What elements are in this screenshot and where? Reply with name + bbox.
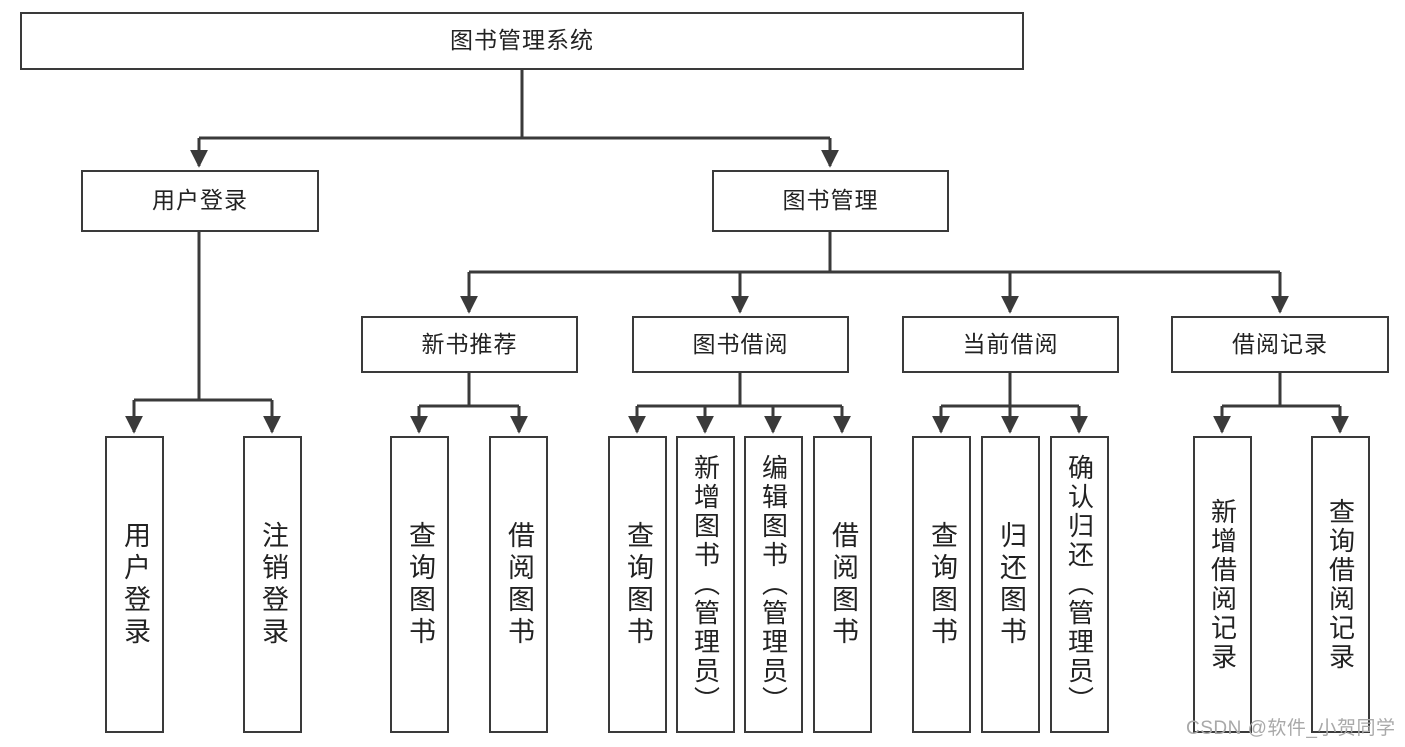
node-label: 新书推荐 bbox=[421, 330, 518, 357]
node-label: 用户登录 bbox=[152, 187, 248, 214]
node-user-login[interactable]: 用户登录 bbox=[81, 170, 319, 232]
node-label: 查询借阅记录 bbox=[1325, 497, 1356, 672]
leaf-borrow-books[interactable]: 借阅图书 bbox=[813, 436, 872, 733]
leaf-confirm-return-admin[interactable]: 确认归还（管理员） bbox=[1050, 436, 1109, 733]
leaf-query-books-recommend[interactable]: 查询图书 bbox=[390, 436, 449, 733]
node-label: 新增借阅记录 bbox=[1207, 497, 1238, 672]
node-label: 图书管理 bbox=[782, 187, 879, 214]
node-label: 用户登录 bbox=[120, 520, 150, 649]
node-new-book-recommend[interactable]: 新书推荐 bbox=[361, 316, 578, 373]
node-label: 新增图书（管理员） bbox=[690, 454, 721, 715]
leaf-add-borrow-record[interactable]: 新增借阅记录 bbox=[1193, 436, 1252, 733]
csdn-watermark: CSDN @软件_小贺同学 bbox=[1186, 718, 1396, 739]
node-label: 归还图书 bbox=[996, 520, 1026, 649]
node-label: 当前借阅 bbox=[962, 330, 1059, 357]
node-label: 编辑图书（管理员） bbox=[758, 454, 789, 715]
node-current-borrow[interactable]: 当前借阅 bbox=[902, 316, 1119, 373]
node-book-management[interactable]: 图书管理 bbox=[712, 170, 949, 232]
leaf-edit-book-admin[interactable]: 编辑图书（管理员） bbox=[744, 436, 803, 733]
node-borrow-records[interactable]: 借阅记录 bbox=[1171, 316, 1389, 373]
node-label: 查询图书 bbox=[405, 520, 435, 649]
node-label: 查询图书 bbox=[623, 520, 653, 649]
leaf-borrow-books-recommend[interactable]: 借阅图书 bbox=[489, 436, 548, 733]
leaf-logout[interactable]: 注销登录 bbox=[243, 436, 302, 733]
node-root-book-management-system[interactable]: 图书管理系统 bbox=[20, 12, 1024, 70]
node-label: 借阅记录 bbox=[1232, 330, 1328, 357]
leaf-return-books[interactable]: 归还图书 bbox=[981, 436, 1040, 733]
node-label: 图书管理系统 bbox=[450, 27, 594, 54]
leaf-add-book-admin[interactable]: 新增图书（管理员） bbox=[676, 436, 735, 733]
node-label: 借阅图书 bbox=[504, 520, 534, 649]
leaf-query-borrow-record[interactable]: 查询借阅记录 bbox=[1311, 436, 1370, 733]
leaf-query-books-current[interactable]: 查询图书 bbox=[912, 436, 971, 733]
node-label: 确认归还（管理员） bbox=[1064, 454, 1095, 715]
leaf-user-login[interactable]: 用户登录 bbox=[105, 436, 164, 733]
node-label: 注销登录 bbox=[258, 520, 288, 649]
node-book-borrow[interactable]: 图书借阅 bbox=[632, 316, 849, 373]
node-label: 图书借阅 bbox=[692, 330, 789, 357]
leaf-query-books-borrow[interactable]: 查询图书 bbox=[608, 436, 667, 733]
node-label: 查询图书 bbox=[927, 520, 957, 649]
node-label: 借阅图书 bbox=[828, 520, 858, 649]
